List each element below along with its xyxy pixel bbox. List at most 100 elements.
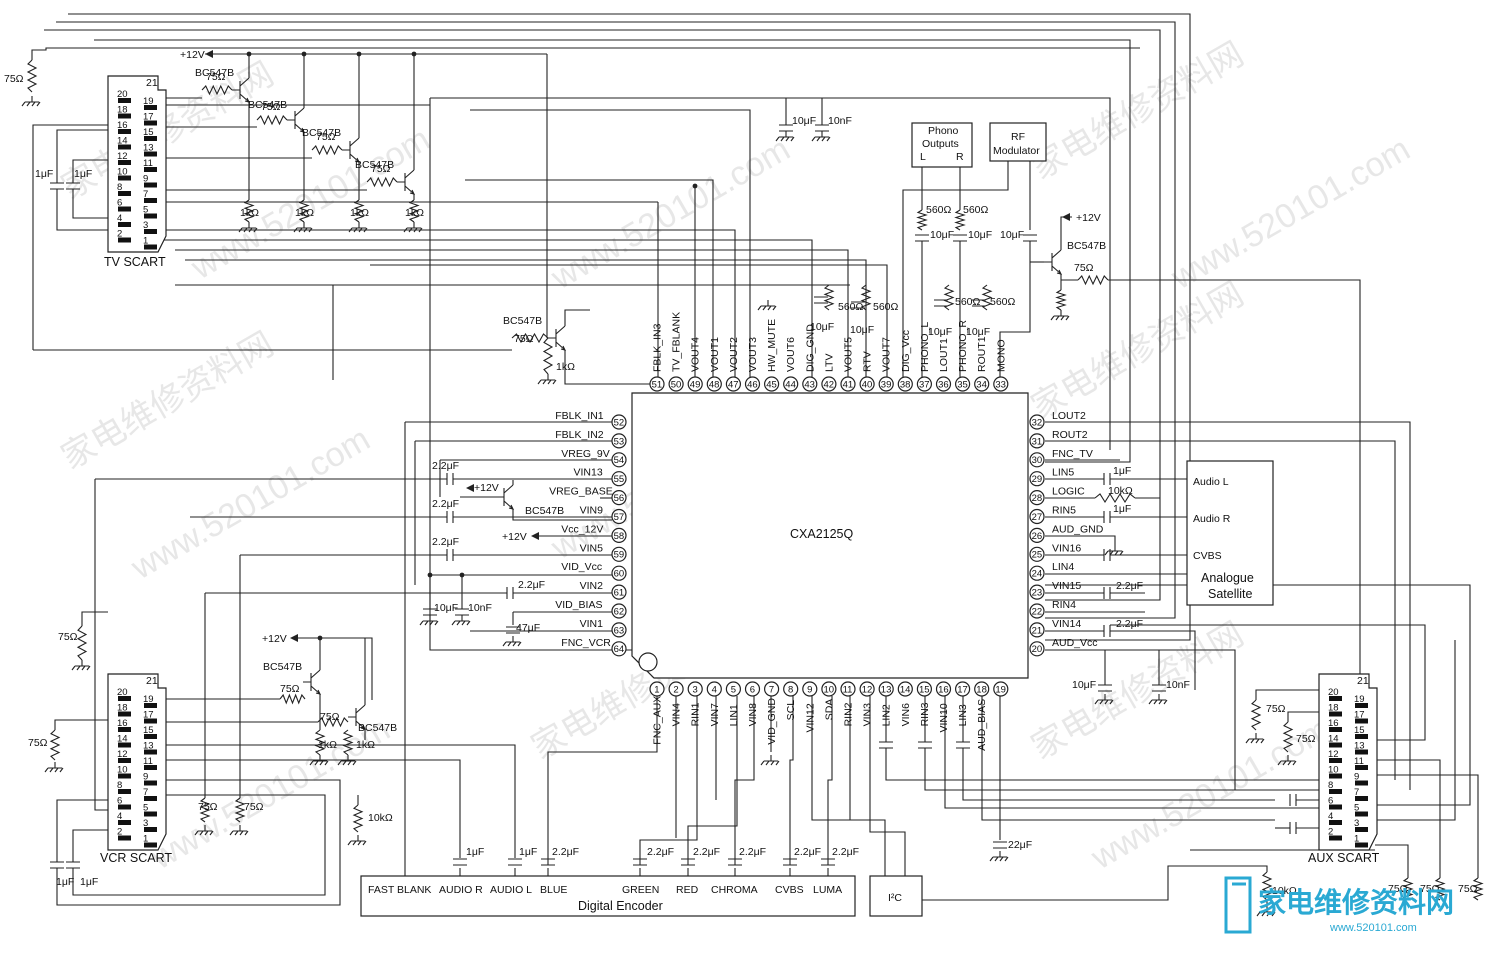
capacitor-plates — [1023, 234, 1037, 242]
capacitor: 10μF — [779, 115, 816, 132]
chip-pin — [611, 641, 627, 657]
capacitor-plates — [814, 296, 828, 304]
wire — [687, 696, 738, 865]
chip-pin-label: HW_MUTE — [766, 319, 778, 372]
capacitor: 10nF — [1152, 679, 1190, 692]
chip-pin-number: 55 — [614, 474, 625, 485]
phono-box — [911, 122, 973, 168]
scart-pin — [1329, 804, 1342, 810]
scart-pin — [1329, 789, 1342, 794]
chip-pin — [1029, 565, 1045, 581]
resistor-body — [317, 716, 349, 728]
encoder-pin-label: FAST BLANK — [368, 884, 431, 896]
scart-pin-number: 11 — [1354, 756, 1364, 767]
capacitor: 1μF — [66, 168, 92, 190]
chip-pin — [1029, 622, 1045, 638]
capacitor: 10μF — [810, 296, 834, 333]
capacitor-plates — [446, 473, 454, 485]
resistor-body — [1094, 492, 1136, 504]
capacitor: 2.2μF — [1103, 618, 1143, 637]
chip-pin-label: VIN6 — [900, 703, 912, 727]
wire — [981, 696, 1275, 821]
chip-pin-label: SCL — [785, 700, 797, 721]
ground-lines — [1104, 545, 1124, 556]
chip-pin-label: AUD_BIAS — [976, 699, 988, 751]
scart-pin — [144, 749, 157, 755]
supply-label: +12V — [502, 531, 527, 543]
wire — [160, 229, 736, 384]
chip-pin-number: 63 — [614, 625, 625, 636]
capacitor: 1μF — [508, 846, 537, 866]
junction-dot — [411, 51, 417, 57]
sat-title-2: Satellite — [1208, 587, 1253, 601]
chip-pin-number: 44 — [785, 379, 796, 390]
analogue-satellite-block: Audio L Audio R CVBS Analogue Satellite — [1186, 460, 1274, 606]
wire — [470, 109, 751, 384]
chip-pin-label: VIN4 — [671, 703, 683, 727]
chip-pin-number: 21 — [1032, 625, 1043, 636]
wire — [72, 794, 326, 896]
sat-audio-l: Audio L — [1193, 476, 1229, 488]
chip-pin-number: 35 — [957, 379, 968, 390]
ground-symbol — [757, 300, 777, 311]
phono-label-2: Outputs — [922, 138, 959, 150]
chip-pin-number: 60 — [614, 569, 625, 580]
wire — [1287, 711, 1319, 722]
wire — [81, 611, 108, 626]
wire — [1045, 421, 1411, 790]
wire — [811, 696, 886, 876]
sat-audio-r: Audio R — [1193, 513, 1231, 525]
resistor-label: 560Ω — [963, 204, 989, 216]
scart-pin-number: 19 — [143, 694, 154, 705]
capacitor: 2.2μF — [432, 460, 459, 485]
chip-pin-number: 13 — [881, 684, 892, 695]
wire — [1045, 535, 1116, 545]
wire — [1375, 640, 1456, 821]
chip-pin — [611, 508, 627, 525]
chip-pin-label: VREG_BASE — [549, 486, 613, 498]
scart-pin — [1355, 842, 1368, 848]
chip-pin-number: 20 — [1032, 644, 1043, 655]
scart-pin-number: 3 — [143, 220, 148, 231]
chip-pin-label: VIN7 — [709, 703, 721, 727]
scart-label: TV SCART — [104, 255, 166, 269]
wire — [44, 29, 1161, 601]
capacitor-plates — [1103, 625, 1111, 637]
wire — [1375, 844, 1409, 878]
scart-pin-number: 20 — [117, 687, 128, 698]
resistor-body — [353, 199, 365, 223]
transistor-symbol — [287, 107, 306, 133]
ground-lines — [1050, 310, 1070, 321]
capacitor: 1μF — [1103, 503, 1131, 523]
chip-pin-number: 40 — [862, 379, 873, 390]
resistor-body — [954, 209, 966, 231]
chip-pin-number: 26 — [1032, 531, 1043, 542]
wire — [160, 239, 813, 384]
resistor: 75Ω — [366, 163, 398, 188]
chip-pin-number: 42 — [824, 379, 835, 390]
resistor-body — [1434, 877, 1446, 901]
resistor: 75Ω — [1388, 877, 1414, 901]
ground-lines — [337, 755, 357, 766]
chip-pin — [821, 376, 837, 392]
capacitor-plates — [728, 858, 742, 866]
chip-pin — [993, 376, 1009, 392]
chip-pin-label: FBLK_IN3 — [652, 323, 664, 372]
chip-pin — [649, 681, 665, 697]
capacitor-label: 47μF — [516, 622, 540, 634]
scart-pin — [144, 244, 157, 250]
ground-symbol — [811, 131, 831, 142]
ground-symbol — [293, 222, 313, 233]
chip-pin-label: FBLK_IN1 — [555, 410, 604, 422]
scart-pin — [118, 237, 131, 243]
scart-pin — [144, 167, 157, 172]
watermark-url: www.520101.com — [544, 130, 796, 298]
arrow-head — [466, 484, 474, 492]
capacitor-label: 10μF — [928, 326, 952, 338]
capacitor-plates — [1289, 822, 1297, 834]
wire — [924, 748, 1330, 791]
capacitor-plates — [1152, 684, 1166, 692]
scart-pin — [118, 222, 131, 227]
